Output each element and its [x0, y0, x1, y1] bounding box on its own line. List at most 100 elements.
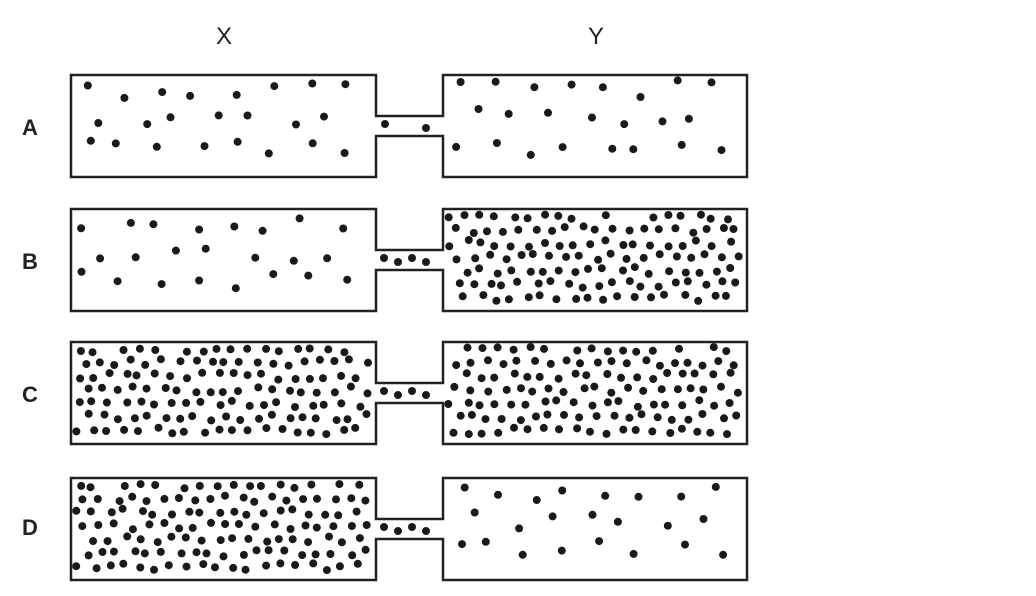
chamber-y-particles	[452, 76, 726, 159]
particle-x-row3-103	[255, 414, 263, 423]
particle-y-row3-106	[698, 410, 707, 418]
tube-particles	[381, 120, 430, 132]
particle-y-row3-39	[535, 372, 544, 381]
particle-y-row2-12	[676, 211, 685, 220]
particle-y-row4-11	[588, 510, 597, 519]
particle-x-row4-32	[332, 495, 340, 504]
particle-x-row2-0	[77, 224, 86, 233]
tube-particles	[380, 254, 430, 266]
particle-y-row2-3	[489, 212, 498, 221]
particle-y-row3-105	[684, 415, 693, 424]
particle-y-row3-127	[723, 430, 731, 439]
particle-x-row3-117	[168, 429, 177, 438]
particle-y-row4-20	[629, 549, 638, 558]
particle-y-row4-2	[532, 496, 541, 504]
particle-x-row3-41	[166, 372, 175, 381]
particle-x-row4-117	[182, 562, 191, 571]
tube-particle-2	[408, 254, 416, 262]
particle-x-row4-120	[229, 563, 238, 572]
particle-y-row2-18	[483, 227, 491, 236]
particle-x-row3-72	[363, 389, 372, 398]
particle-y-row4-15	[458, 540, 466, 549]
particle-y-row3-29	[671, 359, 679, 368]
particle-y-row2-101	[607, 278, 616, 287]
particle-x-row4-112	[106, 561, 115, 570]
particle-y-row2-1	[460, 211, 469, 220]
particle-y-row3-8	[603, 347, 612, 356]
particle-x-row3-113	[102, 427, 111, 435]
tube-particle-0	[380, 523, 388, 531]
particle-y-row2-19	[498, 227, 507, 236]
particle-y-row2-16	[451, 223, 460, 232]
particle-x-row3-42	[183, 374, 191, 383]
particle-y-row2-107	[702, 280, 711, 289]
particle-y-row2-38	[490, 242, 499, 251]
particle-x-row4-84	[263, 537, 272, 546]
chamber-x-particles	[83, 79, 350, 158]
particle-y-row2-31	[689, 228, 698, 237]
particle-x-row3-20	[141, 360, 150, 369]
row-label-b: B	[22, 249, 38, 274]
particle-y-row2-4	[511, 213, 520, 222]
particle-x-row3-70	[330, 388, 339, 397]
particle-y-row3-71	[444, 400, 453, 408]
particle-x-row2-10	[171, 246, 180, 255]
particle-y-row3-107	[720, 414, 728, 423]
particle-y-row1-7	[707, 78, 716, 87]
particle-x-row2-3	[195, 225, 204, 234]
particle-y-row4-21	[681, 540, 689, 549]
particle-y-row2-121	[630, 293, 639, 301]
particle-x-row4-115	[150, 565, 158, 574]
particle-x-row3-35	[76, 374, 85, 383]
particle-x-row2-11	[201, 244, 210, 253]
particle-y-row2-98	[565, 279, 574, 288]
particle-x-row3-104	[267, 410, 276, 419]
particle-y-row1-9	[504, 109, 513, 118]
particle-y-row2-71	[717, 253, 726, 262]
particle-y-row3-99	[592, 412, 601, 421]
particle-x-row4-124	[291, 561, 300, 569]
particle-x-row1-6	[308, 79, 317, 88]
particle-x-row3-55	[98, 383, 106, 392]
particle-x-row4-34	[361, 496, 370, 505]
particle-y-row2-17	[469, 229, 478, 237]
particle-y-row3-1	[478, 344, 487, 353]
particle-x-row4-114	[136, 563, 145, 572]
particle-x-row3-73	[75, 398, 84, 407]
particle-y-row2-119	[599, 295, 608, 304]
particle-y-row3-125	[693, 427, 702, 436]
particle-x-row3-15	[340, 348, 349, 357]
particle-x-row4-42	[185, 507, 194, 516]
particle-y-row3-112	[494, 428, 503, 437]
particle-y-row3-14	[722, 347, 731, 356]
particle-y-row2-60	[545, 251, 553, 260]
particle-y-row3-15	[452, 361, 461, 370]
particle-y-row2-85	[644, 269, 653, 278]
particle-y-row2-112	[492, 296, 501, 305]
vessel-row-a	[69, 73, 749, 179]
particle-x-row3-1	[88, 348, 97, 357]
row-label-a: A	[22, 115, 38, 140]
particle-x-row3-102	[236, 416, 245, 424]
particle-x-row3-97	[162, 414, 171, 423]
particle-x-row4-86	[288, 535, 297, 544]
particle-x-row3-51	[319, 374, 327, 383]
particle-y-row3-63	[624, 383, 633, 392]
vessel-row-d	[69, 476, 749, 582]
particle-y-row3-126	[706, 428, 715, 437]
particle-x-row4-41	[168, 510, 176, 519]
particle-y-row2-117	[572, 294, 581, 303]
particle-x-row4-36	[86, 507, 95, 516]
particle-y-row3-93	[497, 415, 506, 423]
particle-x-row2-16	[113, 277, 122, 286]
particle-y-row3-120	[619, 425, 628, 434]
particle-y-row2-37	[476, 238, 485, 247]
particle-y-row2-91	[455, 279, 464, 288]
particle-y-row1-0	[456, 78, 465, 86]
particle-y-row3-37	[510, 369, 519, 378]
particle-x-row4-18	[115, 497, 124, 506]
particle-y-row2-54	[452, 255, 461, 264]
particle-y-row3-34	[462, 369, 471, 378]
particle-x-row3-120	[215, 425, 224, 434]
particle-x-row4-70	[329, 522, 338, 531]
